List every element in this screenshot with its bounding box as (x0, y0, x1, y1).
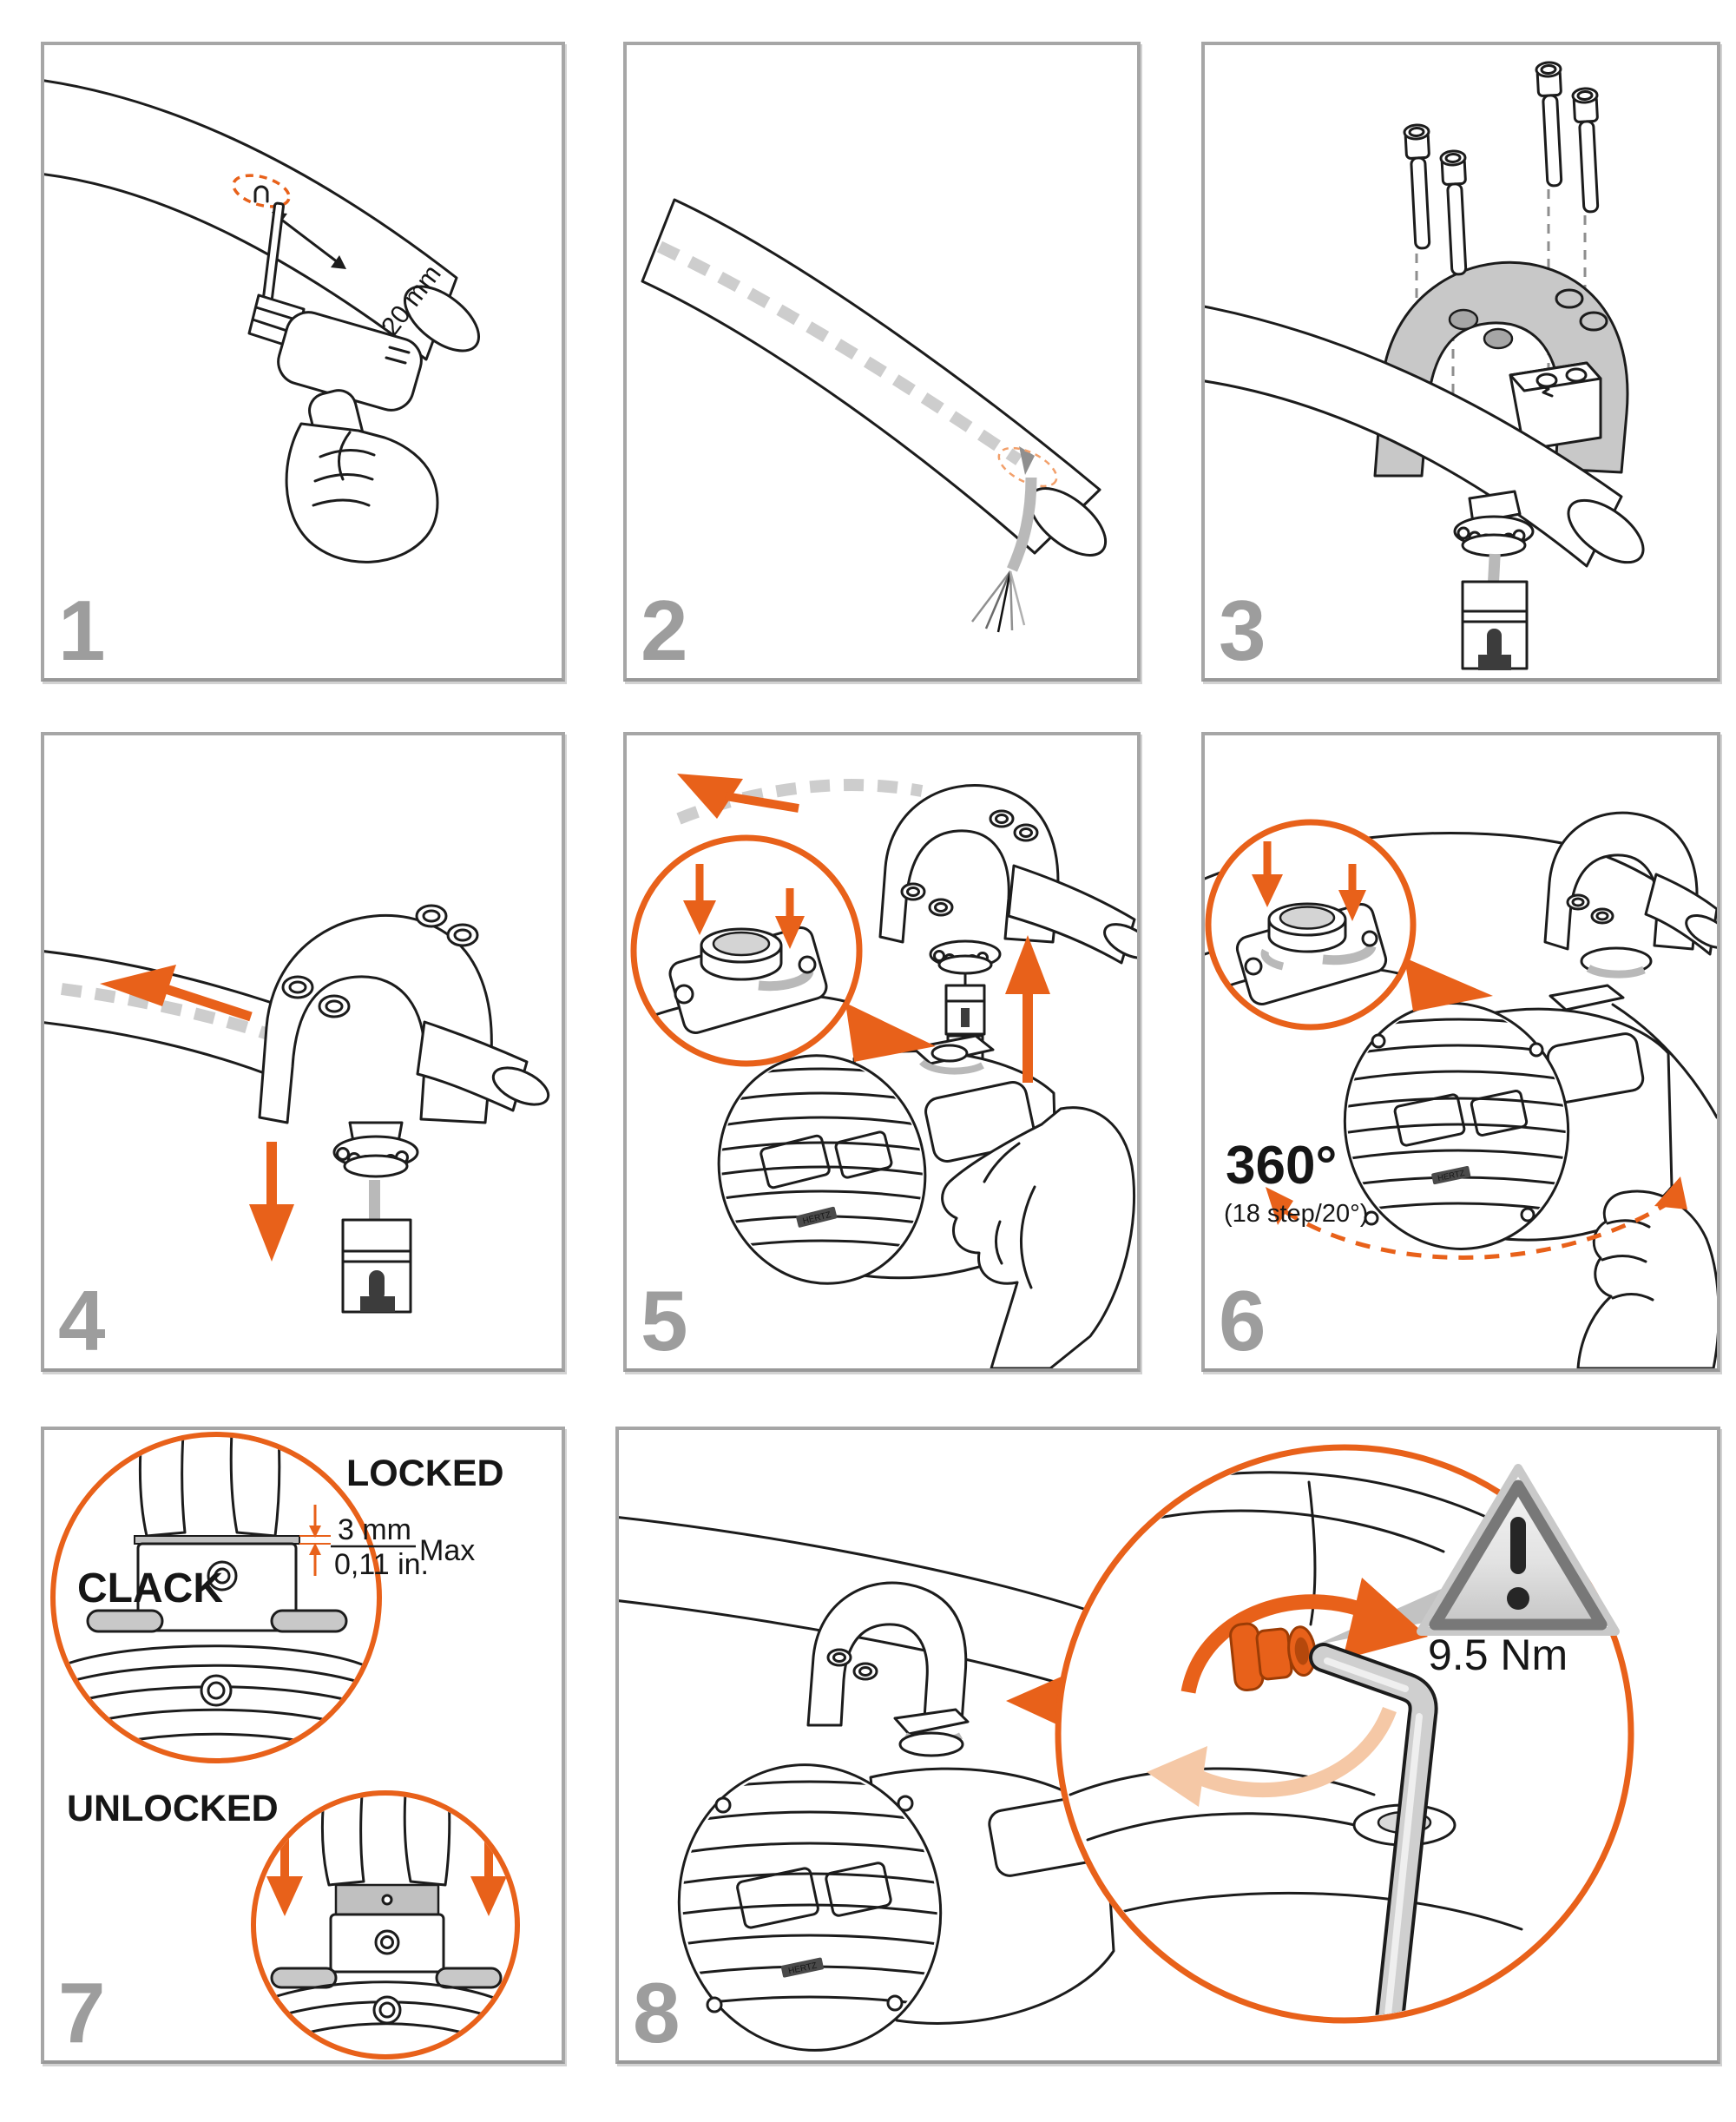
unlocked-label: UNLOCKED (67, 1788, 279, 1829)
step-number: 5 (641, 1273, 687, 1368)
gap-in-label: 0,11 in. (334, 1548, 429, 1581)
handlebar-right-icon (1007, 864, 1137, 965)
cable-route-dashed (676, 779, 924, 825)
wire (369, 1180, 380, 1220)
cable-route-arrowhead (1019, 446, 1035, 475)
hand-icon (941, 1106, 1135, 1368)
panel-4-illustration (44, 904, 550, 1314)
rotation-arrow-dashed (1266, 1176, 1687, 1260)
down-arrow-icon (683, 864, 805, 949)
step-number: 8 (633, 1965, 680, 2060)
loosen-arrow-icon (1147, 1706, 1397, 1807)
exclamation-icon (1510, 1517, 1526, 1574)
cable-icon (971, 477, 1037, 633)
clamp-screw-head (281, 904, 479, 1018)
route-arrow-icon (100, 965, 253, 1022)
clack-label: CLACK (77, 1565, 223, 1611)
locked-detail-circle: CLACK (50, 1432, 382, 1763)
speaker-icon: HERTZ (1330, 984, 1674, 1250)
gap-mm-label: 3 mm (338, 1513, 411, 1546)
step-panel-5: HERTZ (623, 732, 1141, 1372)
step-panel-4: 4 (41, 732, 565, 1372)
step-number: 6 (1219, 1273, 1266, 1368)
panel-2-illustration (641, 198, 1108, 633)
mount-joint-icon (1580, 946, 1653, 979)
step-panel-3: 3 (1201, 42, 1720, 682)
gap-max-label: Max (419, 1534, 475, 1567)
rotation-label: 360° (1226, 1136, 1337, 1196)
panel-5-illustration: HERTZ (630, 774, 1137, 1368)
step-panel-1: ≥ 20 mm 1 (41, 42, 565, 682)
panel-7-illustration: CLACK LOCKED 3 mm 0,11 in. Max UNLOCKED (50, 1432, 520, 2059)
rotation-sublabel: (18 step/20°) (1224, 1200, 1368, 1228)
screw-icon (1403, 61, 1600, 276)
clamp-icon (258, 904, 493, 1124)
cable-route-dashed (656, 241, 1023, 465)
locked-label: LOCKED (346, 1453, 504, 1494)
step-number: 4 (58, 1273, 105, 1368)
hex-key-icon (1309, 1643, 1438, 2017)
bracket-icon (1509, 361, 1602, 451)
drill-hole-marker (997, 446, 1058, 488)
unlocked-detail-circle (251, 1790, 520, 2059)
panel-6-illustration: HERTZ (1205, 811, 1717, 1368)
step-panel-7: CLACK LOCKED 3 mm 0,11 in. Max UNLOCKED (41, 1427, 565, 2064)
detail-circle (1205, 819, 1493, 1031)
wire (1487, 553, 1501, 584)
step-number: 3 (1219, 583, 1266, 678)
connector-icon (341, 1218, 412, 1314)
handlebar-icon (641, 198, 1108, 557)
handlebar-right-icon (1644, 873, 1717, 956)
connector-icon (1461, 580, 1529, 670)
handlebar-icon (44, 79, 481, 361)
step-number: 1 (58, 583, 105, 678)
step-panel-8: HERTZ (615, 1427, 1720, 2064)
handlebar-right-icon (416, 1020, 550, 1112)
step-panel-2: 2 (623, 42, 1141, 682)
clamp-icon (806, 1581, 968, 1727)
mount-joint-icon (893, 1708, 970, 1757)
panel-3-illustration (1205, 61, 1645, 670)
step-number: 7 (58, 1965, 105, 2060)
step-panel-6: HERTZ (1201, 732, 1720, 1372)
ball-ring-icon (929, 939, 1002, 975)
torque-label: 9.5 Nm (1428, 1631, 1568, 1679)
detail-circle (630, 834, 936, 1067)
gap-dimension: 3 mm 0,11 in. Max (299, 1505, 475, 1581)
tighten-arrow-icon (1180, 1578, 1428, 1694)
drill-hole-marker (232, 174, 291, 208)
down-arrow-icon (249, 1142, 294, 1262)
hand-icon (1576, 1190, 1717, 1368)
up-arrow-icon (1005, 935, 1050, 1083)
cable-route-dashed (61, 983, 271, 1040)
warning-triangle-icon (1417, 1464, 1620, 1636)
ball-ring-icon (332, 1121, 419, 1178)
panel-8-illustration: HERTZ (619, 1444, 1634, 2052)
pivot-bolt-icon (1229, 1622, 1317, 1692)
ball-ring-icon (1453, 490, 1535, 557)
route-arrow-icon (677, 774, 799, 819)
down-arrow-icon (1252, 841, 1366, 921)
speaker-icon: HERTZ (661, 1763, 1115, 2052)
step-number: 2 (641, 583, 687, 678)
hand-icon (285, 422, 439, 563)
panel-1-illustration: ≥ 20 mm (44, 79, 481, 563)
